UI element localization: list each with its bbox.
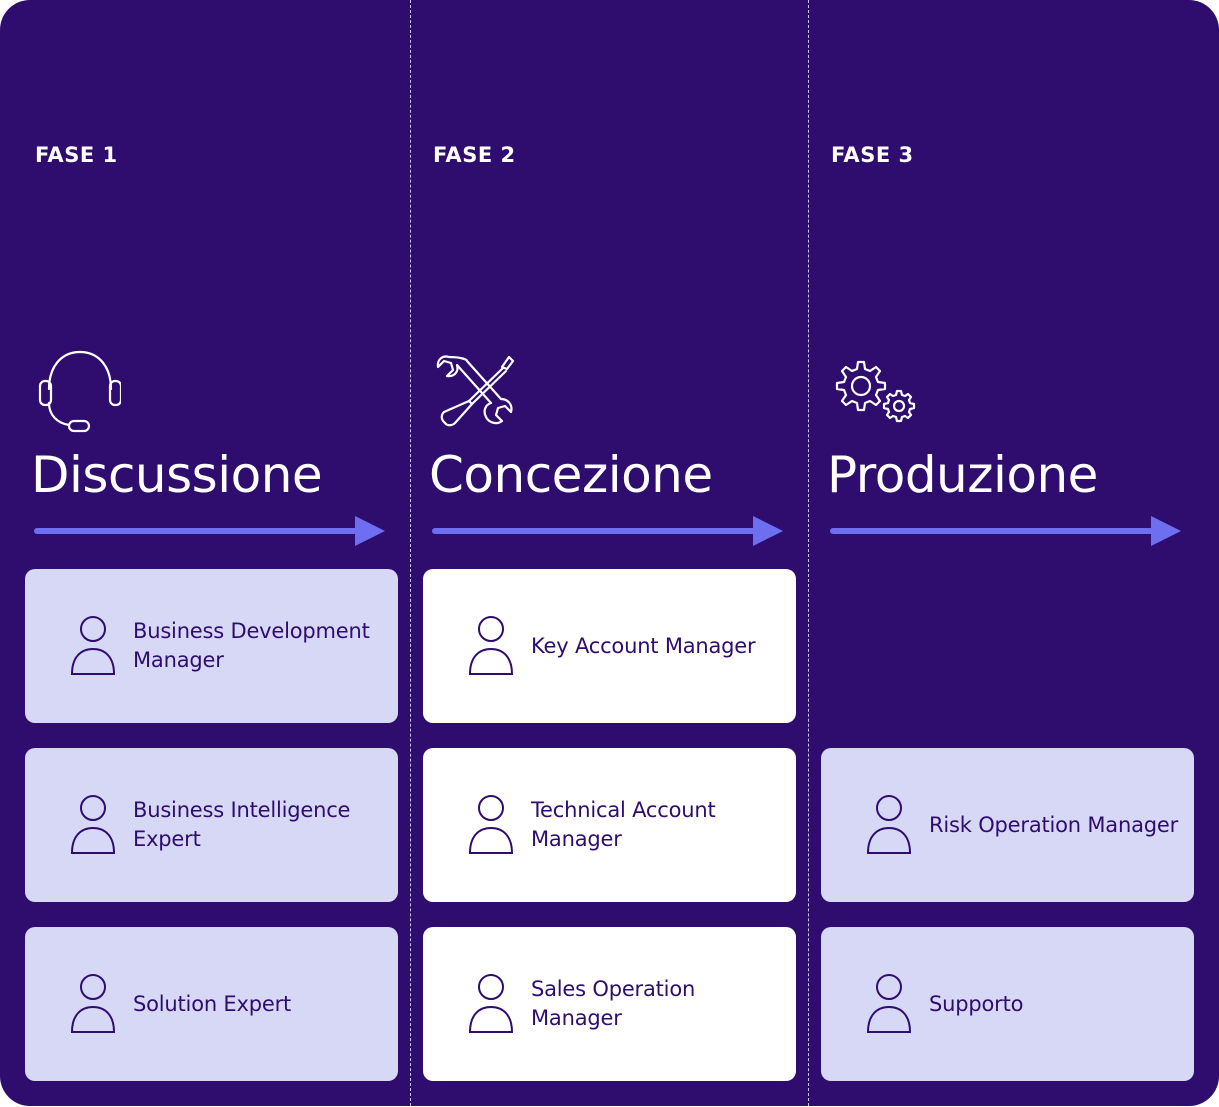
role-card: Technical Account Manager: [423, 748, 796, 902]
gears-icon: [835, 360, 916, 423]
role-label: Key Account Manager: [531, 633, 756, 658]
person-icon: [866, 974, 912, 1033]
phase-label: FASE 3: [831, 143, 914, 167]
role-card: Solution Expert: [25, 927, 398, 1081]
person-icon: [70, 795, 116, 854]
role-card: Business Intelligence Expert: [25, 748, 398, 902]
role-label: Technical Account Manager: [531, 798, 716, 851]
phase-label: FASE 1: [35, 143, 118, 167]
role-label: Business Development Manager: [133, 619, 370, 672]
role-card: Business Development Manager: [25, 569, 398, 723]
role-card: Supporto: [821, 927, 1194, 1081]
phase-column-3: FASE 3 Produzione Risk Operation Manager: [821, 0, 1194, 1106]
person-icon: [468, 616, 514, 675]
person-icon: [70, 616, 116, 675]
column-divider: [410, 0, 411, 1106]
phase-column-2: FASE 2 Concezione K: [423, 0, 796, 1106]
arrow-right-icon: [34, 516, 385, 546]
person-icon: [70, 974, 116, 1033]
role-card: Sales Operation Manager: [423, 927, 796, 1081]
phase-title: Discussione: [31, 446, 323, 504]
role-label: Risk Operation Manager: [929, 812, 1179, 837]
person-icon: [468, 795, 514, 854]
arrow-right-icon: [830, 516, 1181, 546]
role-card: Risk Operation Manager: [821, 748, 1194, 902]
role-card: Key Account Manager: [423, 569, 796, 723]
person-icon: [866, 795, 912, 854]
headset-icon: [38, 350, 121, 433]
role-label: Sales Operation Manager: [531, 977, 696, 1030]
person-icon: [468, 974, 514, 1033]
tools-icon: [436, 355, 515, 427]
phase-column-1: FASE 1 Discussione Business Developme: [25, 0, 398, 1106]
phase-label: FASE 2: [433, 143, 516, 167]
column-divider: [808, 0, 809, 1106]
phase-title: Concezione: [429, 446, 713, 504]
arrow-right-icon: [432, 516, 783, 546]
role-label: Business Intelligence Expert: [133, 798, 351, 851]
role-label: Solution Expert: [133, 991, 292, 1016]
role-label: Supporto: [929, 991, 1024, 1016]
phase-title: Produzione: [827, 446, 1098, 504]
